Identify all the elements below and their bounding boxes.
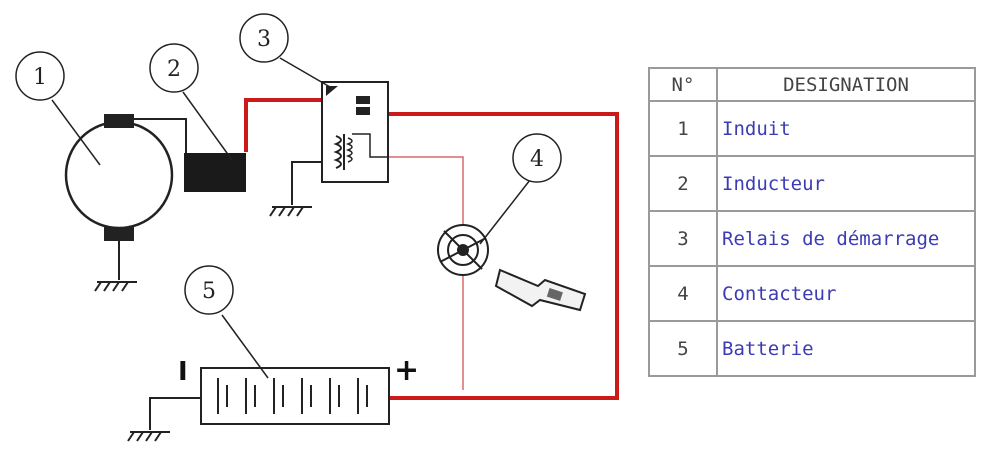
ignition-switch-symbol xyxy=(437,224,489,276)
callout-5-label: 5 xyxy=(202,279,216,304)
armature-motor-symbol xyxy=(64,114,187,280)
relay-ground-icon xyxy=(269,206,312,217)
table-row: 3 Relais de démarrage xyxy=(648,210,976,267)
callout-2-label: 2 xyxy=(167,57,181,82)
callout-3: 3 xyxy=(239,13,289,63)
callout-1: 1 xyxy=(15,51,65,101)
battery-plus-label: + xyxy=(394,353,419,388)
callout-4-label: 4 xyxy=(530,147,544,172)
starter-relay-symbol xyxy=(291,81,389,205)
battery-minus-label: I xyxy=(178,357,188,387)
legend-row-designation: Contacteur xyxy=(716,265,976,322)
legend-header-num: N° xyxy=(648,67,718,102)
legend-row-designation: Batterie xyxy=(716,320,976,377)
battery-ground-icon xyxy=(127,431,170,442)
callout-5: 5 xyxy=(184,265,234,315)
legend-row-num: 4 xyxy=(648,265,718,322)
battery-symbol xyxy=(149,367,390,430)
callout-1-label: 1 xyxy=(33,65,47,90)
legend-header-row: N° DESIGNATION xyxy=(648,67,976,102)
legend-row-num: 2 xyxy=(648,155,718,212)
ignition-key-icon xyxy=(494,268,587,312)
callout-3-label: 3 xyxy=(257,27,271,52)
field-winding-block xyxy=(184,153,246,192)
legend-header-designation: DESIGNATION xyxy=(716,67,976,102)
legend-row-num: 3 xyxy=(648,210,718,267)
table-row: 4 Contacteur xyxy=(648,265,976,322)
callout-4: 4 xyxy=(512,133,562,183)
callout-leaders xyxy=(51,57,531,379)
legend-row-designation: Induit xyxy=(716,100,976,157)
callout-2: 2 xyxy=(149,43,199,93)
legend-row-designation: Relais de démarrage xyxy=(716,210,976,267)
legend-table: N° DESIGNATION 1 Induit 2 Inducteur 3 Re… xyxy=(648,67,976,377)
legend-row-num: 5 xyxy=(648,320,718,377)
armature-ground-icon xyxy=(94,281,137,292)
control-wires xyxy=(386,156,464,390)
legend-row-num: 1 xyxy=(648,100,718,157)
table-row: 2 Inducteur xyxy=(648,155,976,212)
table-row: 5 Batterie xyxy=(648,320,976,377)
starter-circuit-diagram: I + 1 2 3 4 5 xyxy=(15,13,619,442)
table-row: 1 Induit xyxy=(648,100,976,157)
legend-row-designation: Inducteur xyxy=(716,155,976,212)
main-power-wires xyxy=(244,98,619,400)
